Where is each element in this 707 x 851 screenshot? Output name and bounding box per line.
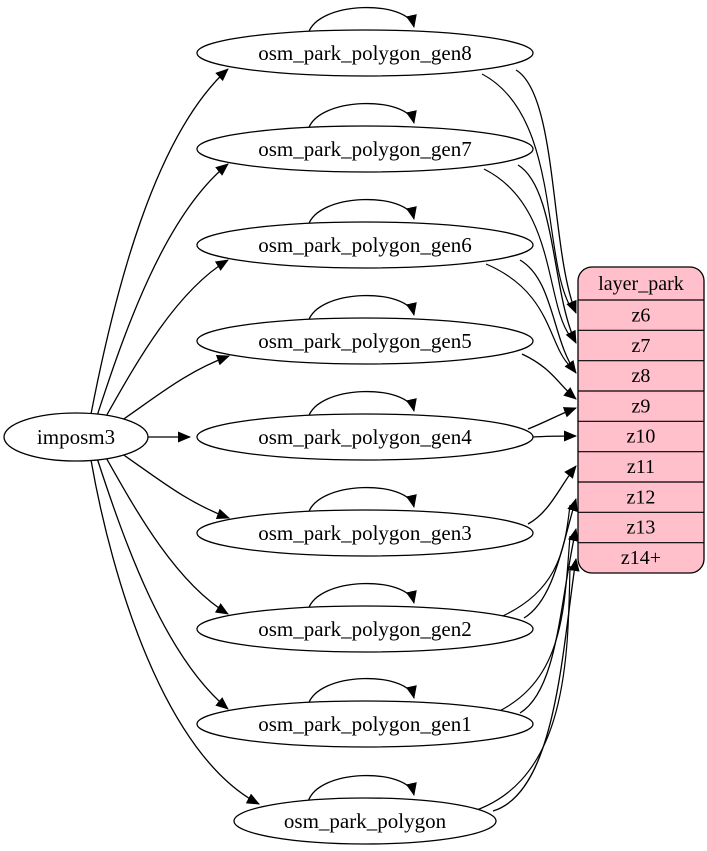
gen3-label: osm_park_polygon_gen3 — [258, 521, 471, 545]
layer-park-table: layer_park z6 z7 z8 z9 z10 z11 z12 z13 z… — [577, 266, 705, 574]
self-loop-gen7 — [307, 102, 417, 131]
edge-gen6-to-z8 — [519, 259, 577, 374]
gen5-ellipse — [196, 317, 534, 365]
edge-gen2-to-z12 — [523, 498, 578, 619]
gen7-ellipse — [196, 125, 534, 173]
gen1-ellipse — [196, 700, 534, 748]
layer-row-z7: z7 — [632, 335, 651, 357]
edges-to-layer — [459, 69, 580, 816]
gen7-label: osm_park_polygon_gen7 — [258, 137, 471, 161]
node-osm-park-polygon-gen5: osm_park_polygon_gen5 — [196, 317, 534, 365]
self-loop-osm-park-polygon — [307, 774, 417, 803]
osm-park-polygon-label: osm_park_polygon — [284, 809, 447, 833]
gen8-label: osm_park_polygon_gen8 — [258, 41, 471, 65]
layer-row-z12: z12 — [627, 486, 656, 508]
edge-osm-park-polygon-to-z14 — [492, 558, 580, 812]
layer-row-z9: z9 — [632, 395, 651, 417]
edge-imposm3-to-osm-park-polygon — [90, 459, 260, 805]
gen4-ellipse — [196, 413, 534, 461]
layer-row-z8: z8 — [632, 365, 651, 387]
gen1-label: osm_park_polygon_gen1 — [258, 712, 471, 736]
node-osm-park-polygon: osm_park_polygon — [233, 797, 497, 845]
gen6-ellipse — [196, 221, 534, 269]
self-loop-gen4 — [307, 390, 417, 419]
self-loop-gen6 — [307, 198, 417, 227]
osm-park-polygon-ellipse — [233, 797, 497, 845]
gen8-ellipse — [196, 29, 534, 77]
node-osm-park-polygon-gen4: osm_park_polygon_gen4 — [196, 413, 534, 461]
self-loop-gen8 — [307, 6, 417, 35]
edges-from-imposm3 — [90, 68, 260, 805]
edge-gen2-to-z12-strand2 — [487, 504, 571, 623]
edge-gen3-to-z11 — [527, 465, 577, 525]
edge-gen1-to-z13-strand2 — [485, 535, 571, 718]
self-loops — [307, 6, 417, 803]
node-osm-park-polygon-gen8: osm_park_polygon_gen8 — [196, 29, 534, 77]
gen5-label: osm_park_polygon_gen5 — [258, 329, 471, 353]
node-osm-park-polygon-gen6: osm_park_polygon_gen6 — [196, 221, 534, 269]
edge-gen4-to-z10 — [532, 430, 577, 442]
layer-row-z11: z11 — [627, 456, 655, 478]
edge-gen5-to-z9 — [521, 353, 577, 400]
node-imposm3: imposm3 — [3, 412, 149, 462]
edge-gen7-to-z7 — [517, 164, 577, 344]
gen2-label: osm_park_polygon_gen2 — [258, 617, 471, 641]
edge-gen7-to-z7-strand2 — [483, 168, 571, 337]
edge-gen8-to-z6-strand2 — [481, 73, 571, 307]
layer-row-z10: z10 — [627, 426, 656, 448]
edge-imposm3-to-gen7 — [96, 163, 229, 417]
self-loop-gen5 — [307, 294, 417, 323]
layer-park-header: layer_park — [598, 273, 684, 295]
layer-row-z6: z6 — [632, 305, 651, 327]
edge-imposm3-to-gen8 — [90, 68, 229, 415]
edge-gen4-to-z9 — [527, 407, 577, 430]
gen3-ellipse — [196, 509, 534, 557]
edge-imposm3-to-gen5 — [114, 354, 230, 426]
edge-imposm3-to-gen3 — [114, 448, 230, 520]
layer-row-z13: z13 — [627, 517, 656, 539]
edge-imposm3-to-gen1 — [96, 457, 229, 710]
node-osm-park-polygon-gen3: osm_park_polygon_gen3 — [196, 509, 534, 557]
node-osm-park-polygon-gen2: osm_park_polygon_gen2 — [196, 605, 534, 653]
layer-park-box — [577, 266, 705, 574]
gen2-ellipse — [196, 605, 534, 653]
edge-osm-park-polygon-to-z14-strand2 — [459, 565, 571, 816]
self-loop-gen3 — [307, 486, 417, 515]
node-osm-park-polygon-gen1: osm_park_polygon_gen1 — [196, 700, 534, 748]
self-loop-gen2 — [307, 582, 417, 611]
layer-row-z14: z14+ — [621, 547, 661, 569]
edge-imposm3-to-gen2 — [103, 453, 229, 615]
imposm3-label: imposm3 — [37, 425, 115, 449]
gen6-label: osm_park_polygon_gen6 — [258, 233, 471, 257]
edge-imposm3-to-gen6 — [103, 259, 229, 421]
imposm3-ellipse — [3, 412, 149, 462]
edge-gen8-to-z6 — [515, 69, 577, 314]
gen4-label: osm_park_polygon_gen4 — [258, 425, 472, 449]
self-loop-gen1 — [307, 677, 417, 706]
edge-gen6-to-z8-strand2 — [485, 263, 571, 367]
node-osm-park-polygon-gen7: osm_park_polygon_gen7 — [196, 125, 534, 173]
